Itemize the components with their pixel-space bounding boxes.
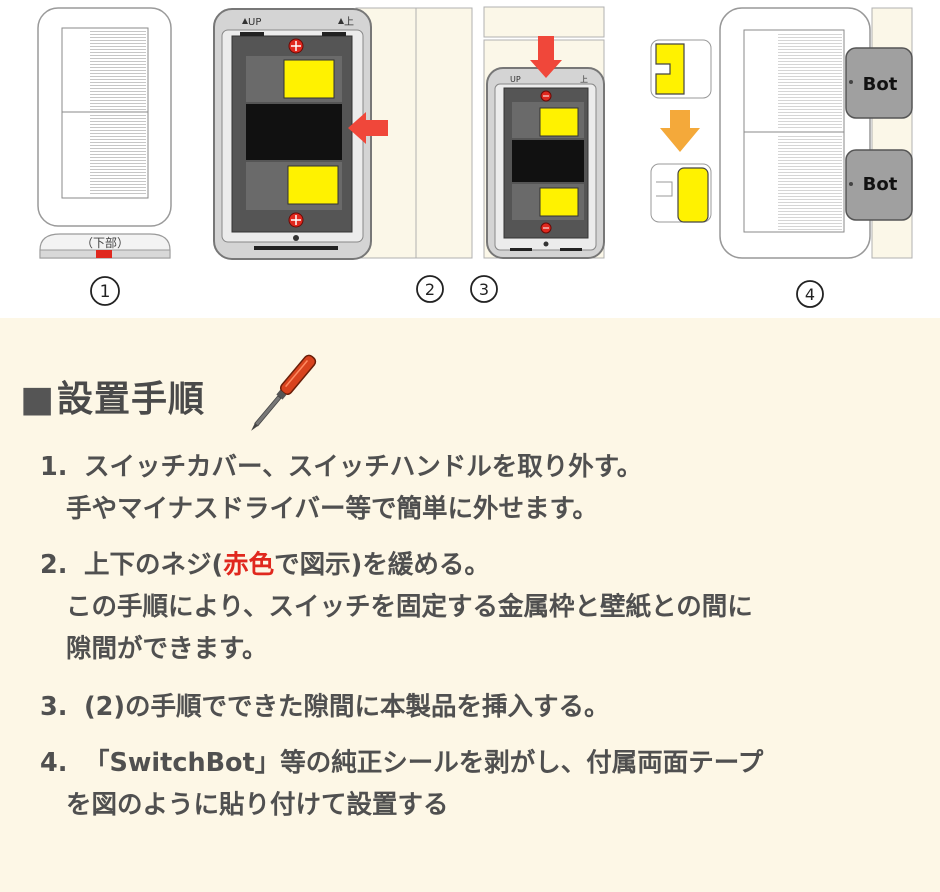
- orange-arrow-down-icon: [660, 110, 700, 152]
- diagram-svg: （下部） 1 UP 上: [37, 6, 913, 308]
- up-label-right-small: 上: [580, 75, 588, 84]
- step-number-1: 1: [100, 282, 111, 302]
- step-4-line-2: を図のように貼り付けて設置する: [66, 790, 449, 820]
- step-2-line-2: この手順により、スイッチを固定する金属枠と壁紙との間に: [66, 592, 753, 622]
- step-number-3: 3: [479, 280, 489, 299]
- step-1-line-2: 手やマイナスドライバー等で簡単に外せます。: [66, 494, 598, 524]
- bot-device-bottom: Bot: [845, 149, 913, 221]
- step-3-line-1: (2)の手順でできた隙間に本製品を挿入する。: [84, 692, 610, 722]
- up-label-left-small: UP: [510, 75, 521, 84]
- step-1: 1. スイッチカバー、スイッチハンドルを取り外す。 手やマイナスドライバー等で簡単…: [40, 446, 642, 530]
- step-3: 3. (2)の手順でできた隙間に本製品を挿入する。: [40, 686, 610, 728]
- step-1-number: 1.: [40, 452, 68, 482]
- bot-label-bottom: Bot: [863, 174, 898, 195]
- instructions-panel: ■設置手順 1. スイッチカバー、スイッチハンドルを取り外す。 手やマイナスドライ…: [0, 318, 940, 892]
- step-4: 4. 「SwitchBot」等の純正シールを剥がし、付属両面テープ を図のように貼…: [40, 742, 763, 826]
- step-4-line-1: 「SwitchBot」等の純正シールを剥がし、付属両面テープ: [84, 748, 764, 778]
- red-arrow-down-icon: [530, 36, 562, 78]
- step-1-line-1: スイッチカバー、スイッチハンドルを取り外す。: [84, 452, 643, 482]
- up-label-right: 上: [344, 16, 354, 28]
- step-2-line-1-post: で図示)を緩める。: [274, 550, 490, 580]
- figure-4-mounted-bots: Bot Bot 4: [650, 7, 913, 308]
- step-number-2: 2: [425, 280, 435, 299]
- screw-bottom-small-icon: [540, 222, 552, 234]
- bot-device-top: Bot: [845, 47, 913, 119]
- figure-1-switch-cover: （下部） 1: [37, 7, 172, 306]
- figure-2-metal-frame: UP 上: [213, 7, 473, 303]
- step-4-number: 4.: [40, 748, 68, 778]
- step-2-line-1-pre: 上下のネジ(: [84, 550, 224, 580]
- screw-top-icon: [288, 38, 304, 54]
- screw-top-small-icon: [540, 90, 552, 102]
- heading-text: 設置手順: [57, 379, 206, 420]
- step-number-4: 4: [805, 285, 815, 304]
- installation-diagrams: （下部） 1 UP 上: [0, 0, 940, 318]
- up-label-left: UP: [248, 17, 261, 28]
- red-arrow-left-icon: [348, 112, 388, 144]
- screw-bottom-icon: [288, 212, 304, 228]
- step-2-number: 2.: [40, 550, 68, 580]
- figure-3-insertion: UP 上: [470, 6, 605, 303]
- step-2: 2. 上下のネジ(赤色で図示)を緩める。 この手順により、スイッチを固定する金属枠…: [40, 544, 753, 670]
- step-2-red-word: 赤色: [223, 550, 275, 580]
- section-heading: ■設置手順: [20, 370, 205, 422]
- heading-marker: ■: [20, 379, 56, 420]
- step-2-line-3: 隙間ができます。: [66, 634, 268, 664]
- screwdriver-icon: [251, 354, 317, 431]
- lower-part-label: （下部）: [81, 235, 129, 250]
- step-3-number: 3.: [40, 692, 68, 722]
- bot-label-top: Bot: [863, 74, 898, 95]
